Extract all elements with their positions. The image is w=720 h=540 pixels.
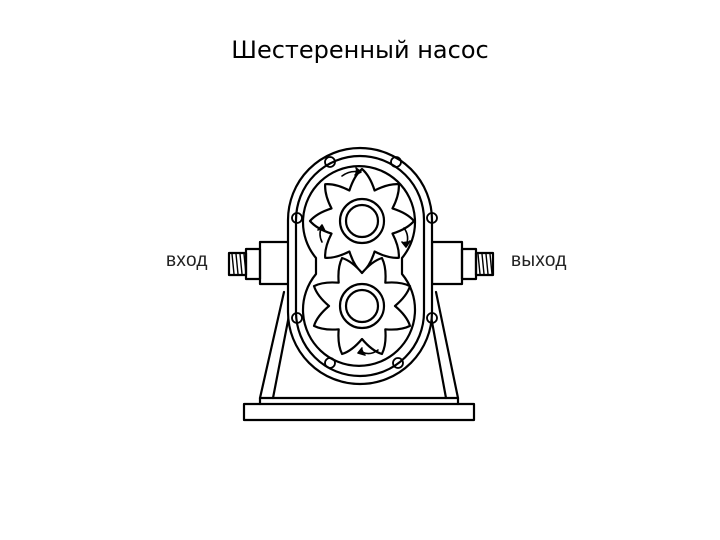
driven-gear xyxy=(312,256,412,356)
drive-gear xyxy=(308,167,416,275)
bottom-shaft xyxy=(338,282,386,330)
gear-chamber xyxy=(301,165,417,367)
slide-title: Шестеренный насос xyxy=(231,36,489,64)
top-shaft xyxy=(338,197,386,245)
outlet-port xyxy=(430,240,495,286)
base-plate xyxy=(242,402,476,422)
outlet-label: выход xyxy=(511,250,567,271)
stand-left-leg xyxy=(258,290,286,400)
flow-arrows xyxy=(317,167,411,356)
bolt-holes xyxy=(291,156,438,369)
inlet-label: вход xyxy=(166,250,208,271)
stand-right-leg xyxy=(434,290,460,400)
pump-casing-inner-rim xyxy=(294,154,426,378)
inlet-port xyxy=(227,240,292,286)
base-plate-top xyxy=(258,396,460,406)
